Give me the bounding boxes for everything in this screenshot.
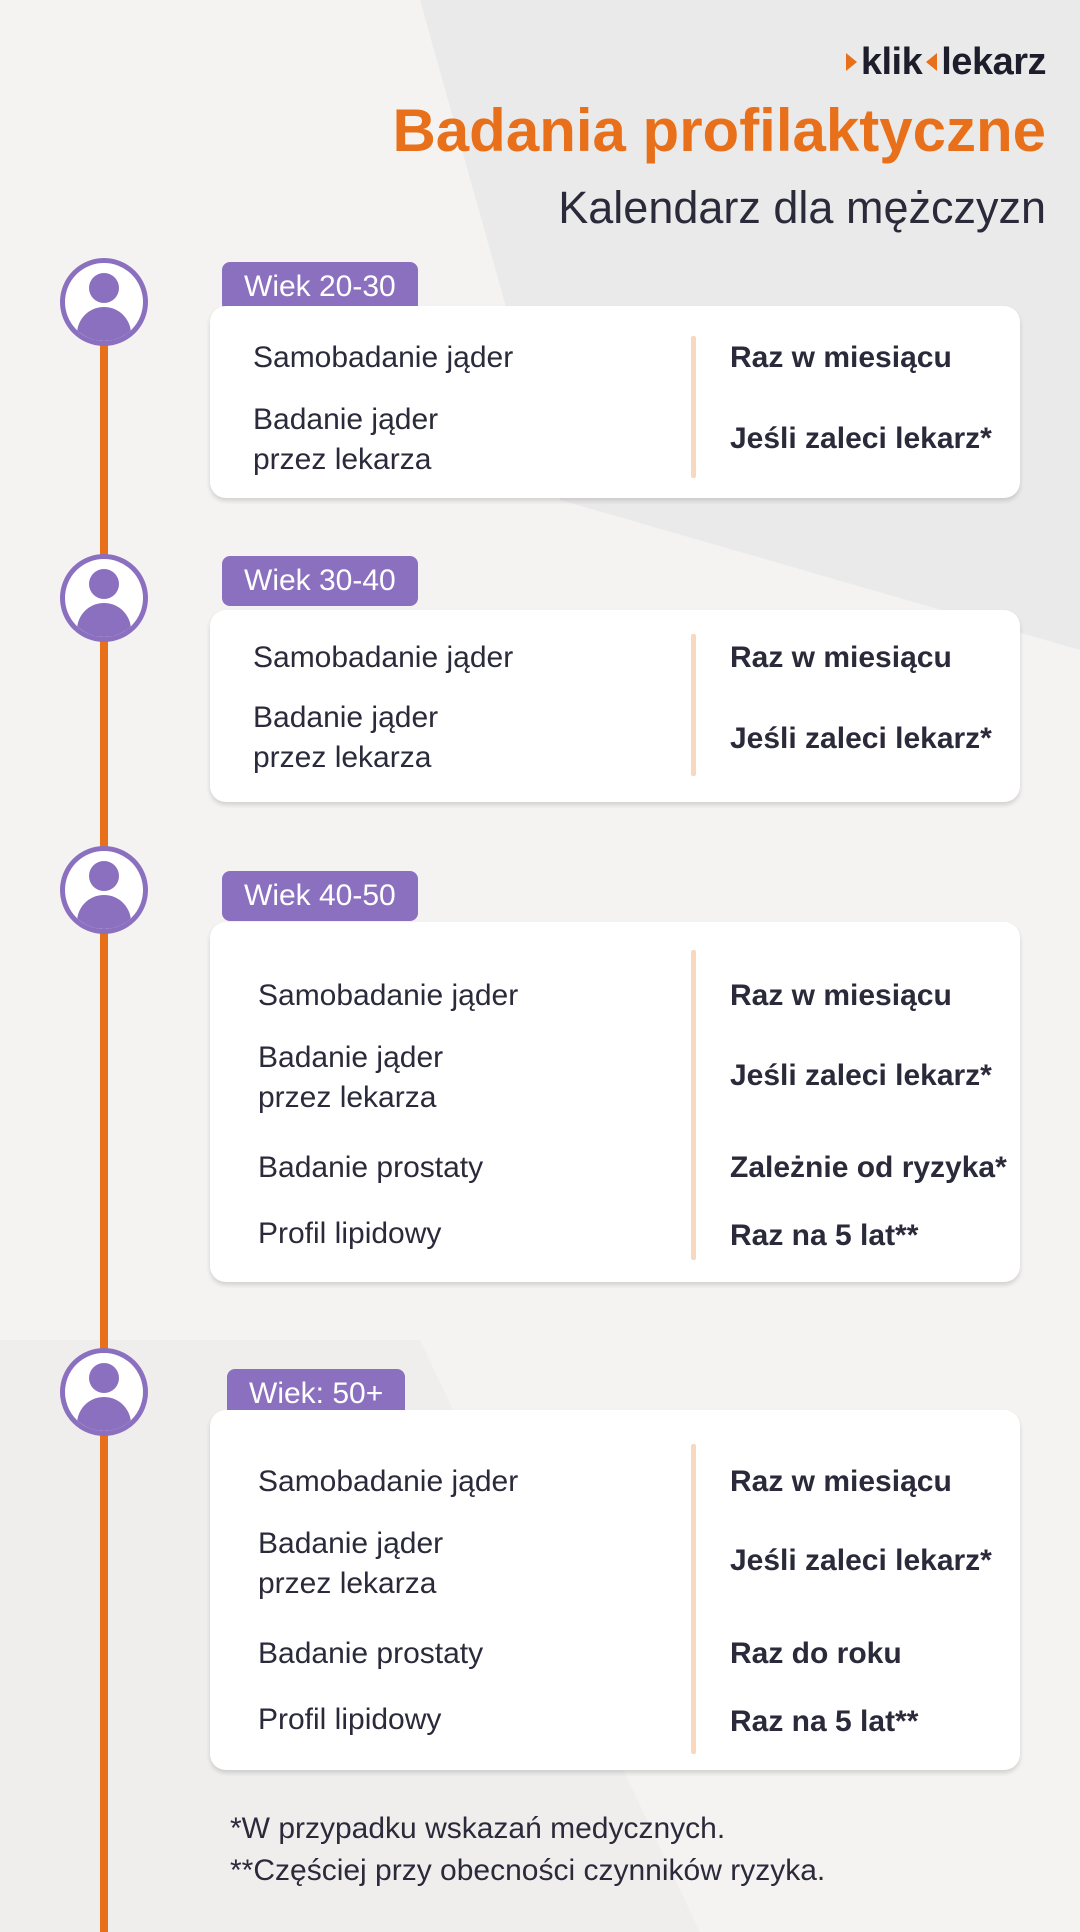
exam-frequency: Jeśli zaleci lekarz*: [730, 722, 992, 755]
footnote: **Częściej przy obecności czynników ryzy…: [230, 1854, 826, 1887]
footnote: *W przypadku wskazań medycznych.: [230, 1812, 726, 1845]
exam-frequency: Raz w miesiącu: [730, 979, 952, 1012]
exam-name: Badanie jąder przez lekarza: [258, 1041, 444, 1114]
age-badge: Wiek 30-40: [222, 556, 418, 606]
exam-frequency: Jeśli zaleci lekarz*: [730, 422, 992, 455]
exam-card: Samobadanie jąder Raz w miesiącu Badanie…: [210, 1410, 1020, 1770]
timeline-line: [100, 300, 108, 1932]
exam-card: Samobadanie jąder Raz w miesiącu Badanie…: [210, 610, 1020, 802]
exam-name: Badanie jąder przez lekarza: [258, 1527, 444, 1600]
exam-name: Badanie prostaty: [258, 1637, 484, 1670]
person-avatar-icon: [60, 846, 148, 934]
column-divider: [691, 1444, 696, 1754]
exam-frequency: Raz na 5 lat**: [730, 1705, 919, 1738]
exam-frequency: Raz w miesiącu: [730, 341, 952, 374]
exam-name: Profil lipidowy: [258, 1217, 442, 1250]
person-avatar-icon: [60, 554, 148, 642]
exam-frequency: Raz do roku: [730, 1637, 902, 1670]
chevron-icon: [845, 53, 857, 71]
exam-frequency: Raz w miesiącu: [730, 1465, 952, 1498]
exam-name: Badanie jąder przez lekarza: [253, 701, 439, 774]
exam-name: Profil lipidowy: [258, 1703, 442, 1736]
exam-card: Samobadanie jąder Raz w miesiącu Badanie…: [210, 306, 1020, 498]
exam-frequency: Raz na 5 lat**: [730, 1219, 919, 1252]
klik-lekarz-logo: klik lekarz: [842, 40, 1046, 84]
person-avatar-icon: [60, 1348, 148, 1436]
page-subtitle: Kalendarz dla mężczyzn: [558, 182, 1046, 233]
exam-name: Badanie prostaty: [258, 1151, 484, 1184]
exam-name: Samobadanie jąder: [258, 979, 519, 1012]
column-divider: [691, 950, 696, 1260]
exam-frequency: Raz w miesiącu: [730, 641, 952, 674]
exam-card: Samobadanie jąder Raz w miesiącu Badanie…: [210, 922, 1020, 1282]
footnotes: *W przypadku wskazań medycznych. **Częśc…: [230, 1808, 825, 1892]
logo-text-left: klik: [860, 40, 923, 83]
exam-name: Badanie jąder przez lekarza: [253, 403, 439, 476]
exam-frequency: Jeśli zaleci lekarz*: [730, 1544, 992, 1577]
person-avatar-icon: [60, 258, 148, 346]
age-badge: Wiek 20-30: [222, 262, 418, 312]
exam-frequency: Jeśli zaleci lekarz*: [730, 1059, 992, 1092]
exam-name: Samobadanie jąder: [253, 341, 514, 374]
exam-name: Samobadanie jąder: [258, 1465, 519, 1498]
column-divider: [691, 336, 696, 478]
logo-text-right: lekarz: [941, 40, 1046, 83]
chevron-icon: [926, 53, 938, 71]
exam-name: Samobadanie jąder: [253, 641, 514, 674]
column-divider: [691, 634, 696, 776]
exam-frequency: Zależnie od ryzyka*: [730, 1151, 1007, 1184]
age-badge: Wiek 40-50: [222, 871, 418, 921]
page-title: Badania profilaktyczne: [392, 97, 1046, 164]
